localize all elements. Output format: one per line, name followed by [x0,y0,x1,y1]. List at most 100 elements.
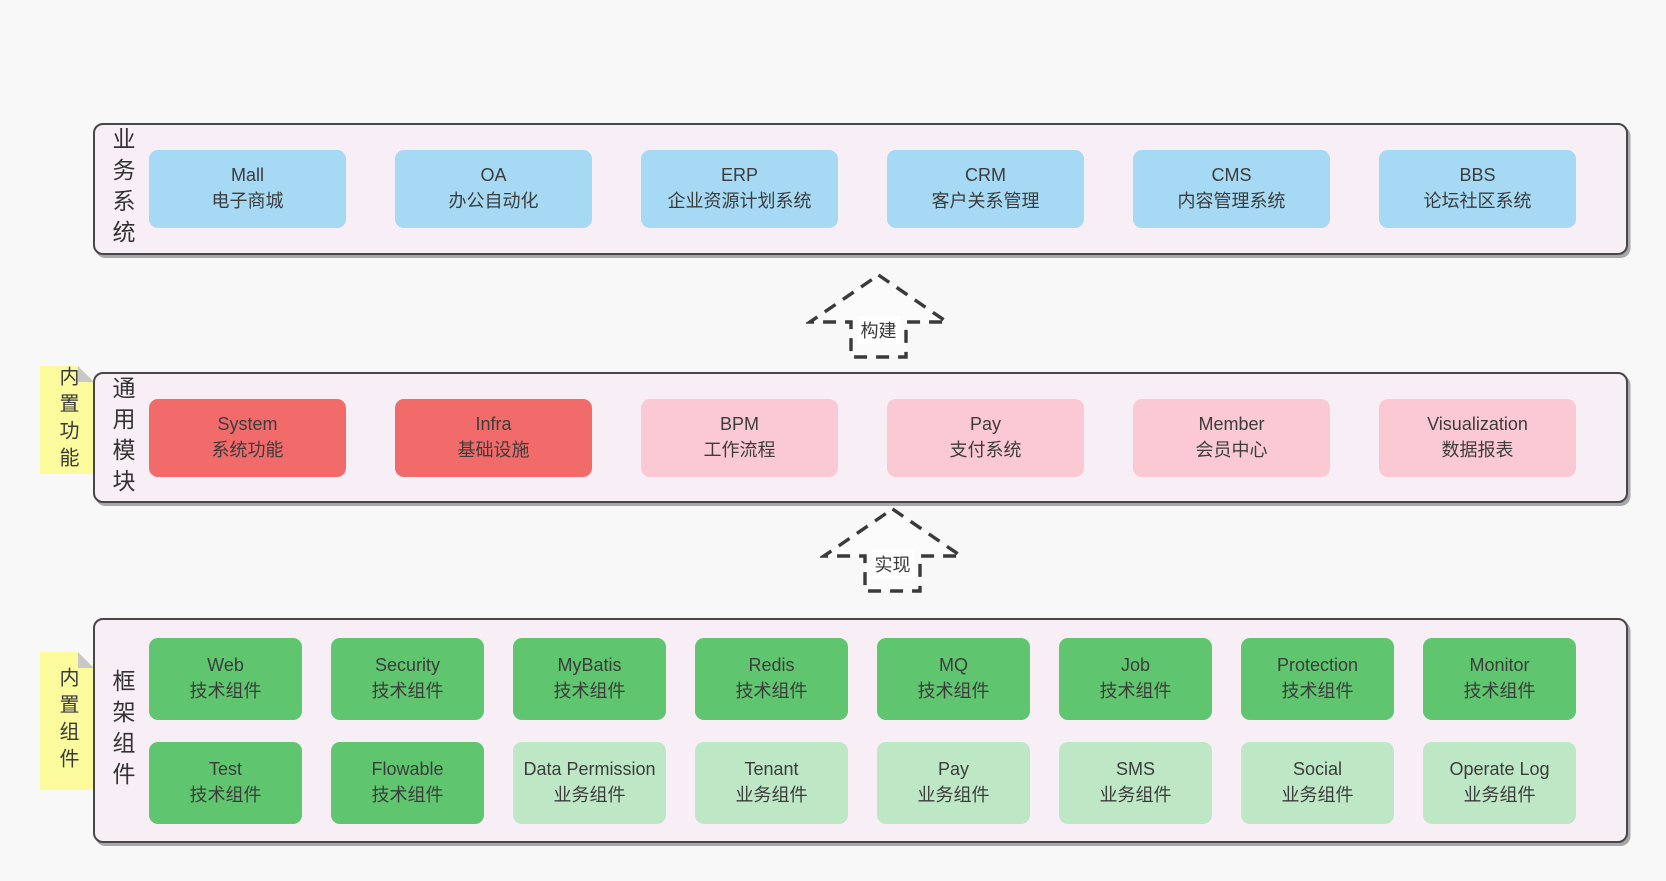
box-name: Pay [969,413,1002,434]
box-desc: 数据报表 [1441,439,1514,460]
box-desc: 业务组件 [917,784,990,805]
box-pay-module: Pay 支付系统 [887,398,1084,477]
box-bpm: BPM 工作流程 [641,398,838,477]
box-name: Test [208,758,242,779]
box-data-permission: Data Permission 业务组件 [513,741,666,824]
framework-components-label: 框架组件 [109,668,135,793]
box-desc: 技术组件 [371,784,444,805]
box-name: CRM [965,165,1006,186]
box-name: Member [1198,413,1265,434]
framework-components-rows: Web 技术组件 Security 技术组件 MyBatis 技术组件 Redi… [137,620,1626,841]
builtin-features-note: 内置功能 [40,366,94,474]
box-name: System [217,413,278,434]
box-desc: 办公自动化 [448,191,539,211]
box-name: ERP [720,165,758,186]
box-operate-log: Operate Log 业务组件 [1423,741,1576,824]
box-desc: 业务组件 [1463,784,1536,805]
box-name: Flowable [371,758,444,779]
box-mybatis: MyBatis 技术组件 [513,637,666,720]
common-modules-row: System 系统功能 Infra 基础设施 BPM 工作流程 Pay 支付系统… [137,374,1626,501]
box-name: Pay [937,758,970,779]
box-infra: Infra 基础设施 [395,398,592,477]
box-desc: 内容管理系统 [1177,191,1286,211]
business-systems-row: Mall 电子商城 OA 办公自动化 ERP 企业资源计划系统 CRM 客户关系… [137,125,1626,253]
box-desc: 业务组件 [1099,784,1172,805]
box-pay-business: Pay 业务组件 [877,741,1030,824]
builtin-features-note-label: 内置功能 [56,366,78,474]
box-name: Operate Log [1449,758,1550,779]
box-name: Monitor [1469,654,1530,675]
builtin-components-note-label: 内置组件 [56,667,78,775]
box-erp: ERP 企业资源计划系统 [641,150,838,228]
box-monitor: Monitor 技术组件 [1423,637,1576,720]
framework-components-panel: 框架组件 Web 技术组件 Security 技术组件 MyBatis 技术组件… [93,618,1628,843]
box-name: BPM [719,413,759,434]
box-protection: Protection 技术组件 [1241,637,1394,720]
box-desc: 客户关系管理 [931,191,1040,211]
box-social: Social 业务组件 [1241,741,1394,824]
box-desc: 基础设施 [457,439,530,460]
implement-arrow-label: 实现 [871,550,914,578]
build-arrow-icon: 构建 [806,272,951,360]
box-name: Visualization [1427,413,1528,434]
common-modules-label: 通用模块 [109,375,135,500]
box-desc: 技术组件 [553,680,626,701]
box-desc: 技术组件 [1099,680,1172,701]
box-desc: 业务组件 [735,784,808,805]
box-mq: MQ 技术组件 [877,637,1030,720]
box-name: CMS [1211,165,1252,186]
box-desc: 技术组件 [371,680,444,701]
business-components-row: Test 技术组件 Flowable 技术组件 Data Permission … [137,741,1626,824]
builtin-components-note: 内置组件 [40,652,94,790]
box-desc: 会员中心 [1195,439,1268,460]
box-sms: SMS 业务组件 [1059,741,1212,824]
common-modules-panel: 通用模块 System 系统功能 Infra 基础设施 BPM 工作流程 Pay… [93,372,1628,503]
box-name: MyBatis [557,654,622,675]
box-desc: 技术组件 [917,680,990,701]
box-desc: 业务组件 [1281,784,1354,805]
box-desc: 电子商城 [211,191,284,211]
box-desc: 业务组件 [553,784,626,805]
box-desc: 技术组件 [1281,680,1354,701]
box-web: Web 技术组件 [149,637,302,720]
business-systems-label: 业务系统 [109,127,135,251]
implement-arrow-icon: 实现 [820,506,965,594]
business-systems-panel: 业务系统 Mall 电子商城 OA 办公自动化 ERP 企业资源计划系统 CRM… [93,123,1628,255]
box-mall: Mall 电子商城 [149,150,346,228]
box-job: Job 技术组件 [1059,637,1212,720]
box-desc: 支付系统 [949,439,1022,460]
box-name: SMS [1115,758,1155,779]
box-desc: 系统功能 [211,439,284,460]
box-crm: CRM 客户关系管理 [887,150,1084,228]
tech-components-row: Web 技术组件 Security 技术组件 MyBatis 技术组件 Redi… [137,637,1626,720]
box-tenant: Tenant 业务组件 [695,741,848,824]
box-name: Security [374,654,441,675]
box-cms: CMS 内容管理系统 [1133,150,1330,228]
folded-corner-icon [78,652,94,668]
box-name: Social [1292,758,1343,779]
box-desc: 技术组件 [189,680,262,701]
box-system: System 系统功能 [149,398,346,477]
box-name: OA [480,165,507,186]
box-test: Test 技术组件 [149,741,302,824]
box-name: Mall [230,165,264,186]
box-name: Web [207,654,244,675]
box-name: Tenant [744,758,799,779]
box-redis: Redis 技术组件 [695,637,848,720]
box-name: Data Permission [523,758,656,779]
box-desc: 企业资源计划系统 [667,191,812,211]
box-name: Job [1120,654,1151,675]
box-name: MQ [939,654,968,675]
box-security: Security 技术组件 [331,637,484,720]
box-name: Infra [475,413,512,434]
box-desc: 工作流程 [703,439,776,460]
box-name: Protection [1276,654,1359,675]
box-visualization: Visualization 数据报表 [1379,398,1576,477]
box-desc: 论坛社区系统 [1423,191,1532,211]
box-desc: 技术组件 [735,680,808,701]
build-arrow-label: 构建 [857,316,900,344]
box-oa: OA 办公自动化 [395,150,592,228]
box-name: BBS [1459,165,1496,186]
